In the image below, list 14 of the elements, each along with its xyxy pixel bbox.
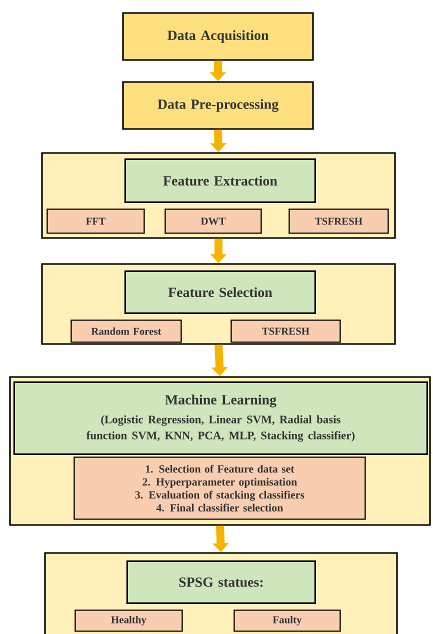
steps-box: 1. Selection of Feature data set 2. Hyperparameter optimisation 3. Evaluation of stacking classifiers 4. Final classifier selection [74, 456, 366, 520]
process-box: Data Pre-processing [122, 81, 314, 130]
heading-box: Machine Learning (Logistic Regression, Linear SVM, Radial basis function SVM, KNN, PCA, MLP, Stacking classifier) [13, 381, 428, 455]
method-box: TSFRESH [230, 320, 341, 343]
heading-box: Feature Selection [124, 270, 316, 314]
heading-box: SPSG statues: [126, 560, 316, 604]
method-box: TSFRESH [288, 208, 389, 234]
process-box: Data Acquisition [122, 12, 314, 61]
method-box: Faulty [234, 610, 341, 632]
method-box: Random Forest [70, 320, 182, 343]
method-box: DWT [164, 208, 262, 234]
heading-box: Feature Extraction [124, 158, 316, 203]
method-box: FFT [46, 208, 145, 234]
method-box: Healthy [74, 610, 183, 632]
